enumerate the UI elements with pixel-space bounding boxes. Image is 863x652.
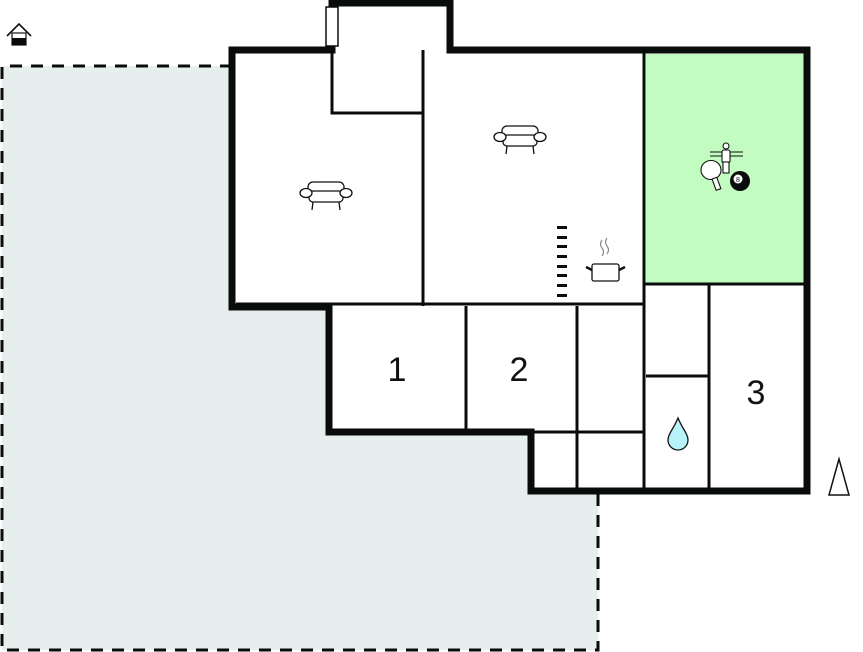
room-label-1: 1	[388, 351, 407, 389]
interior-walls	[236, 50, 806, 490]
table-tennis-icon	[700, 159, 722, 192]
billiard-8-ball-icon: 8	[730, 171, 750, 191]
terrace-area	[2, 66, 598, 650]
entrance-house-icon	[6, 22, 32, 46]
room-label-2: 2	[510, 351, 529, 389]
sofa-icon	[493, 125, 547, 155]
table-football-icon	[710, 142, 743, 174]
exterior-walls	[228, 0, 811, 495]
stairs-icon	[557, 226, 567, 297]
room-label-3: 3	[747, 374, 766, 412]
sofa-icon	[299, 181, 353, 211]
svg-text:8: 8	[736, 177, 740, 184]
cooking-pot-icon	[585, 237, 626, 282]
door-panel	[325, 6, 339, 47]
water-drop-icon	[667, 416, 689, 451]
terrace-dashed-outline	[0, 64, 600, 652]
north-arrow-icon	[828, 456, 850, 496]
